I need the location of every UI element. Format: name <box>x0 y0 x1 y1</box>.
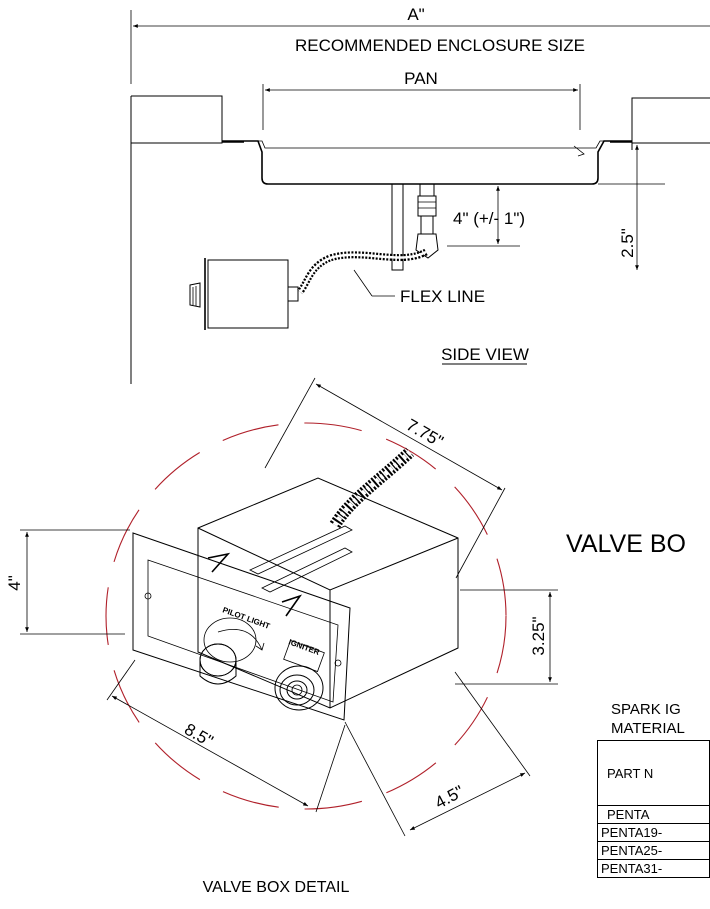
table-row: PENTA19- <box>597 823 710 842</box>
dim-width-label: 8.5" <box>181 720 216 751</box>
svg-text:IGNITER: IGNITER <box>287 637 321 657</box>
spark-igniter-line1: SPARK IG <box>611 701 681 718</box>
depth-dim-label: 2.5" <box>618 228 637 258</box>
drop-dim-label: 4" (+/- 1") <box>453 209 525 228</box>
flex-line-label: FLEX LINE <box>400 287 485 306</box>
valve-box-body <box>197 477 459 709</box>
valve-box-detail: 7.75" 4" 3.25" PILOT L <box>5 377 558 896</box>
right-panel: VALVE BO SPARK IG MATERIAL <box>566 530 686 737</box>
side-view-title: SIDE VIEW <box>441 345 529 364</box>
table-row: PENTA <box>597 805 710 824</box>
dim-depth-detail-label: 4.5" <box>432 782 467 813</box>
table-row: PENTA25- <box>597 841 710 860</box>
enclosure-size-label: RECOMMENDED ENCLOSURE SIZE <box>295 36 585 55</box>
table-header-part-number: PART N <box>597 740 710 806</box>
clearance-circle <box>105 422 507 810</box>
dim-length-line <box>315 383 503 491</box>
right-heading: VALVE BO <box>566 530 686 558</box>
dim-side-height-label: 3.25" <box>529 616 548 655</box>
spark-igniter-line2: MATERIAL <box>611 720 685 737</box>
valve-box-side <box>207 259 289 329</box>
valve-detail-title: VALVE BOX DETAIL <box>203 879 350 896</box>
dim-width-line <box>111 695 309 807</box>
enclosure-right-wall <box>631 97 710 144</box>
dim-depth-detail-line <box>409 772 526 831</box>
pan-label: PAN <box>404 69 438 88</box>
parts-table: PART N PENTA PENTA19- PENTA25- PENTA31- <box>597 740 710 878</box>
dim-a-label: A" <box>407 5 424 24</box>
enclosure-left-wall <box>131 95 223 144</box>
side-view: A" RECOMMENDED ENCLOSURE SIZE PAN 2.5" 4… <box>130 5 710 384</box>
table-row: PENTA31- <box>597 859 710 878</box>
valve-box-faceplate <box>132 532 351 721</box>
burner-pan <box>222 140 632 185</box>
dim-height-label: 4" <box>5 575 24 591</box>
